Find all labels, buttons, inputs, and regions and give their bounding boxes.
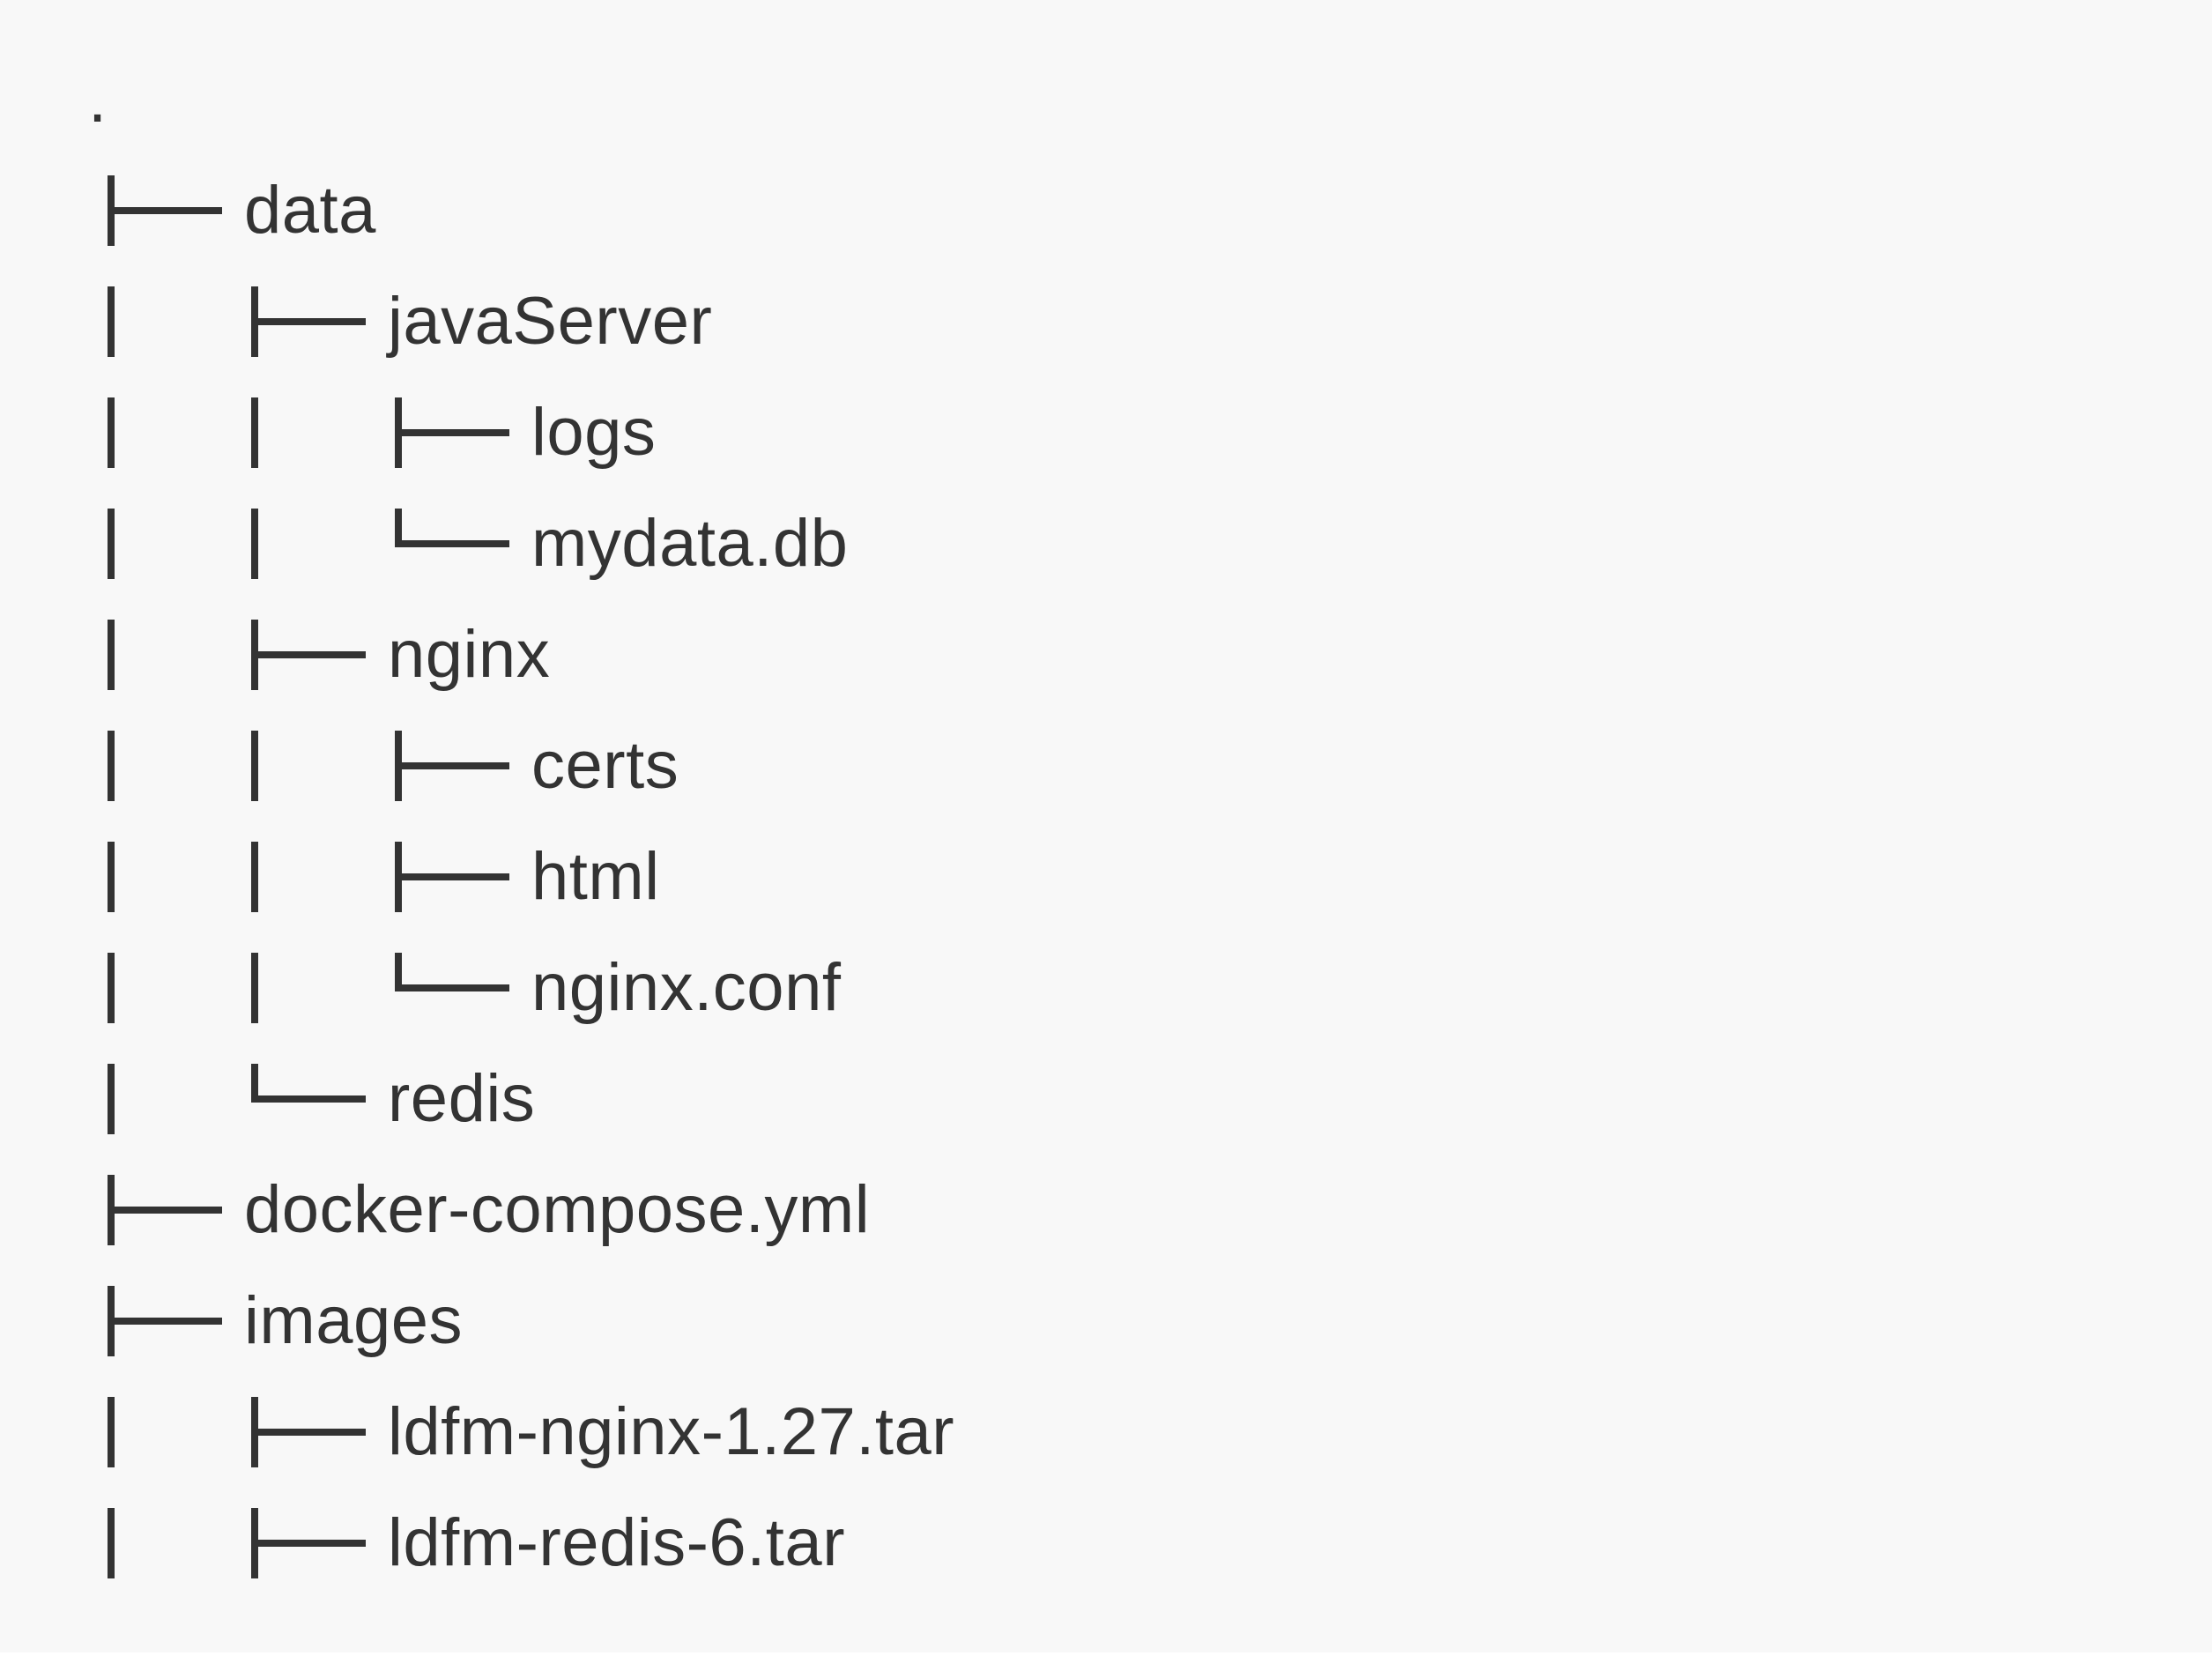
tree-last-connector-icon [375, 488, 519, 599]
tree-branch-connector-icon [375, 377, 519, 488]
tree-item-label: nginx.conf [531, 950, 842, 1025]
tree-branch-connector-icon [232, 1377, 375, 1488]
tree-pipe-connector-icon [88, 488, 232, 599]
tree-row: ldfm-nginx-1.27.tar [0, 1377, 2212, 1488]
tree-branch-connector-icon [375, 821, 519, 932]
tree-branch-connector-icon [375, 710, 519, 821]
bottom-strip [0, 1652, 2212, 1671]
tree-item-label: images [244, 1283, 463, 1358]
tree-pipe-connector-icon [88, 1043, 232, 1155]
tree-row: logs [0, 377, 2212, 488]
tree-branch-connector-icon [88, 155, 232, 266]
tree-item-label: mydata.db [531, 506, 849, 581]
tree-row: data [0, 155, 2212, 266]
tree-last-connector-icon [232, 1043, 375, 1155]
tree-pipe-connector-icon [88, 710, 232, 821]
tree-item-label: docker-compose.yml [244, 1172, 871, 1247]
tree-row: docker-compose.yml [0, 1155, 2212, 1266]
tree-branch-connector-icon [232, 599, 375, 710]
tree-rows: data javaServer logs mydata.db nginx cer… [0, 155, 2212, 1599]
tree-item-label: data [244, 173, 376, 248]
tree-row: nginx.conf [0, 932, 2212, 1043]
tree-pipe-connector-icon [232, 710, 375, 821]
tree-pipe-connector-icon [88, 599, 232, 710]
tree-pipe-connector-icon [88, 377, 232, 488]
tree-row: certs [0, 710, 2212, 821]
tree-pipe-connector-icon [88, 266, 232, 377]
tree-row: images [0, 1266, 2212, 1377]
tree-row: javaServer [0, 266, 2212, 377]
tree-branch-connector-icon [88, 1266, 232, 1377]
tree-item-label: ldfm-nginx-1.27.tar [388, 1394, 955, 1469]
tree-pipe-connector-icon [88, 1377, 232, 1488]
tree-pipe-connector-icon [88, 821, 232, 932]
tree-row: nginx [0, 599, 2212, 710]
tree-last-connector-icon [375, 932, 519, 1043]
tree-row: mydata.db [0, 488, 2212, 599]
tree-root-row: . [0, 44, 2212, 155]
tree-row: ldfm-redis-6.tar [0, 1488, 2212, 1599]
tree-root-label: . [88, 62, 108, 137]
tree-pipe-connector-icon [232, 932, 375, 1043]
tree-branch-connector-icon [232, 266, 375, 377]
tree-item-label: javaServer [388, 284, 713, 359]
tree-pipe-connector-icon [88, 932, 232, 1043]
tree-item-label: logs [531, 395, 657, 470]
tree-item-label: certs [531, 728, 679, 803]
tree-pipe-connector-icon [232, 821, 375, 932]
tree-pipe-connector-icon [232, 377, 375, 488]
tree-pipe-connector-icon [88, 1488, 232, 1599]
tree-branch-connector-icon [88, 1155, 232, 1266]
tree-item-label: redis [388, 1061, 536, 1136]
tree-item-label: html [531, 839, 660, 914]
tree-row: html [0, 821, 2212, 932]
tree-branch-connector-icon [232, 1488, 375, 1599]
tree-item-label: nginx [388, 617, 551, 692]
tree-item-label: ldfm-redis-6.tar [388, 1505, 845, 1580]
tree-row: redis [0, 1043, 2212, 1155]
tree-pipe-connector-icon [232, 488, 375, 599]
